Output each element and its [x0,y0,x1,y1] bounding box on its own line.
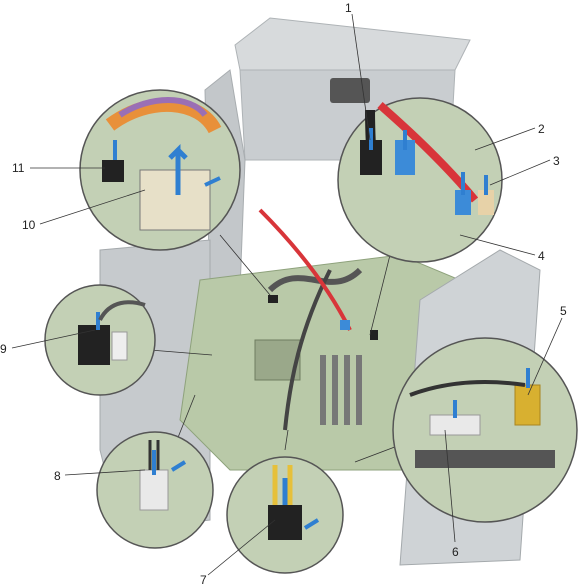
board-connector-1 [268,295,278,303]
inset-cpu-power-connector [227,457,343,573]
callout-2: 2 [538,122,545,136]
pcie-slot [415,450,555,468]
callout-4: 4 [538,249,545,263]
inset-fan-connector [45,285,155,395]
callout-7: 7 [200,573,207,587]
callout-6: 6 [452,545,459,559]
cpu-power-plug [268,505,302,540]
fan-connector [78,325,110,365]
inset-power-connector [80,90,240,250]
white-connector [140,470,168,510]
inset-sata-connectors [338,98,502,262]
callout-5: 5 [560,304,567,318]
power-supply-unit [235,18,470,70]
callout-1: 1 [345,1,352,15]
yellow-connector [515,385,540,425]
callout-9: 9 [0,342,7,356]
fan-header [112,332,127,360]
callout-10: 10 [22,218,36,232]
small-cable-clip [102,160,124,182]
inset-front-io-connector [393,338,577,522]
callout-3: 3 [553,154,560,168]
inset-small-connector [97,432,213,548]
atx-power-connector [140,170,210,230]
callout-8: 8 [54,469,61,483]
callout-11: 11 [12,161,25,175]
board-connector-2 [340,320,350,330]
